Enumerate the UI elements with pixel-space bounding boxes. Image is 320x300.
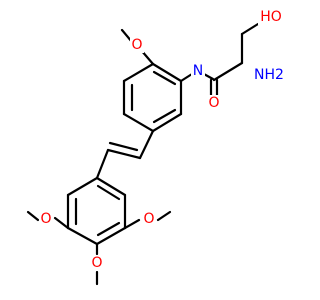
atom-o-methoxy-right: O bbox=[142, 211, 156, 227]
bond bbox=[95, 148, 110, 180]
atom-label: O bbox=[40, 211, 51, 227]
atom-label: HO bbox=[260, 9, 282, 25]
atom-label: N bbox=[193, 63, 203, 79]
bond bbox=[26, 210, 40, 222]
bond bbox=[95, 176, 127, 197]
bond bbox=[106, 148, 142, 160]
atom-label-layer: O N HO NH2 O O bbox=[39, 9, 288, 271]
atom-label: NH2 bbox=[254, 67, 284, 83]
bond bbox=[123, 218, 141, 230]
bond bbox=[179, 72, 194, 83]
bond bbox=[66, 176, 99, 197]
atom-o-methoxy-top: O bbox=[130, 37, 144, 53]
atom-o-methoxy-left: O bbox=[39, 211, 53, 227]
bond bbox=[152, 70, 177, 86]
atom-o-hydroxyl: HO bbox=[258, 9, 284, 25]
atom-o-carbonyl: O bbox=[207, 95, 221, 111]
atom-label: O bbox=[91, 255, 102, 271]
bond bbox=[53, 216, 70, 230]
atom-label: O bbox=[131, 37, 142, 53]
bond bbox=[96, 184, 121, 201]
structure-drawing: O N HO NH2 O O bbox=[26, 9, 288, 286]
bond bbox=[138, 129, 155, 160]
bond bbox=[96, 221, 121, 237]
bond bbox=[151, 62, 183, 83]
molecule-canvas: O N HO NH2 O O bbox=[26, 9, 288, 286]
bond bbox=[240, 22, 260, 36]
bond bbox=[108, 141, 139, 152]
atom-n-amide: N bbox=[191, 63, 205, 79]
bond bbox=[122, 62, 155, 83]
bond bbox=[156, 210, 172, 222]
atom-label: O bbox=[208, 95, 219, 111]
bond bbox=[212, 61, 244, 82]
bond bbox=[151, 112, 183, 133]
bond-layer bbox=[26, 22, 260, 286]
bond bbox=[152, 108, 177, 124]
atom-label: O bbox=[143, 211, 154, 227]
bond bbox=[122, 112, 155, 133]
bond bbox=[66, 226, 99, 246]
bond bbox=[95, 226, 127, 246]
atom-n-amine: NH2 bbox=[250, 67, 288, 83]
atom-o-methoxy-bottom: O bbox=[90, 255, 104, 271]
